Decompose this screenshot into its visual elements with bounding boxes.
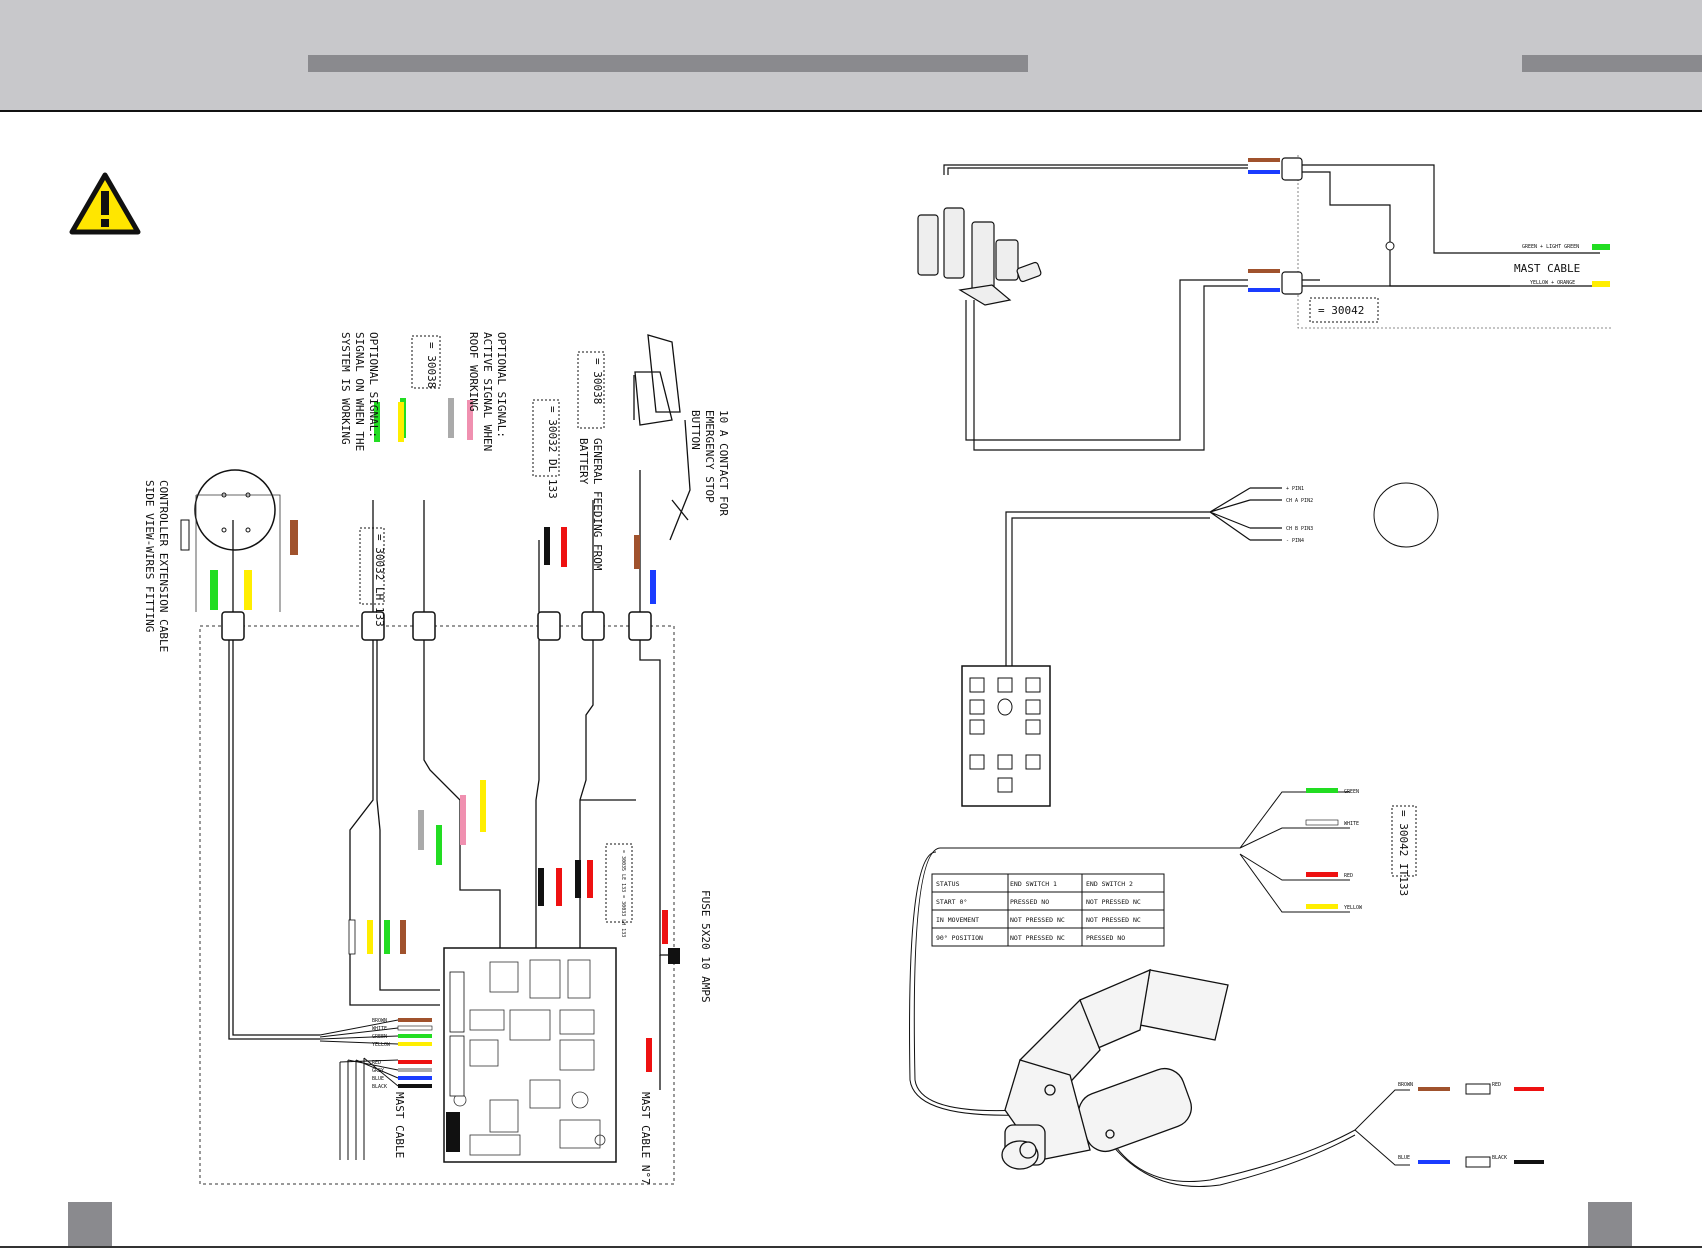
page-header (0, 0, 1702, 112)
emergency-stop-line1: 10 A CONTACT FOR (717, 410, 730, 516)
valve-cables (943, 164, 1600, 451)
valve-wire-swatches (1248, 158, 1610, 292)
controller-connector-view (180, 469, 298, 612)
table-cell: 90° POSITION (936, 934, 983, 942)
svg-text:WHITE: WHITE (372, 1026, 387, 1032)
emergency-stop-line3: BUTTON (689, 410, 702, 450)
table-cell: NOT PRESSED NC (1010, 916, 1065, 924)
svg-text:- PIN4: - PIN4 (1286, 538, 1304, 544)
emergency-stop-button-icon (633, 334, 691, 541)
footer-line (0, 1246, 1702, 1248)
remote-control-icon (961, 665, 1051, 807)
header-title-bar-left (308, 55, 1028, 72)
svg-text:+ PIN1: + PIN1 (1286, 486, 1304, 492)
svg-text:WHITE: WHITE (1344, 821, 1359, 827)
svg-text:BLUE: BLUE (1398, 1155, 1410, 1161)
svg-text:CH B PIN3: CH B PIN3 (1286, 526, 1313, 532)
ref-30042-b: = 30042 IT133 (1397, 810, 1410, 896)
end-switch-cables (909, 791, 1410, 1188)
table-cell: NOT PRESSED NC (1086, 898, 1141, 906)
table-cell: START 0° (936, 898, 967, 906)
left-wire-swatches (348, 398, 668, 1072)
page-number-tab-left (68, 1202, 112, 1248)
svg-text:GREY: GREY (372, 1068, 384, 1074)
mast-cable-label: MAST CABLE (393, 1092, 406, 1158)
right-wiring-diagram: GREEN + LIGHT GREEN YELLOW + ORANGE MAST… (909, 155, 1612, 1188)
optional-signal-on-line3: SYSTEM IS WORKING (339, 332, 352, 445)
svg-text:GREEN: GREEN (1344, 789, 1359, 795)
table-cell: PRESSED NO (1086, 934, 1125, 942)
mast-cable-right-label: MAST CABLE (1514, 262, 1580, 275)
optional-signal-active-line3: ROOF WORKING (467, 332, 480, 411)
optional-signal-on-line2: SIGNAL ON WHEN THE (353, 332, 366, 451)
emergency-stop-line2: EMERGENCY STOP (703, 410, 716, 503)
ref-30042-a: = 30042 (1318, 304, 1364, 317)
encoder-cables (1005, 487, 1282, 672)
ref-box-30042-a (1309, 297, 1379, 323)
table-header-switch1: END SWITCH 1 (1010, 880, 1057, 888)
table-header-switch2: END SWITCH 2 (1086, 880, 1133, 888)
end-switch-swatches (1305, 788, 1544, 1168)
fuse-holder-icon (668, 948, 680, 964)
ref-30035: = 30035 LE 133 = 30033 LH 133 (620, 850, 626, 937)
resistor-node (1385, 241, 1395, 251)
header-title-bar-right (1522, 55, 1702, 72)
valve-glands (1281, 157, 1303, 295)
controller-cable-line1: CONTROLLER EXTENSION CABLE (157, 480, 170, 652)
end-switch-status-table: STATUS END SWITCH 1 END SWITCH 2 START 0… (931, 873, 1165, 947)
svg-text:BLACK: BLACK (1492, 1155, 1507, 1161)
table-cell: PRESSED NO (1010, 898, 1049, 906)
table-cell: IN MOVEMENT (936, 916, 979, 924)
svg-text:RED: RED (372, 1060, 381, 1066)
warning-triangle-icon (69, 172, 141, 235)
connector-glands (221, 611, 652, 641)
svg-text:BROWN: BROWN (372, 1018, 387, 1024)
mast-cable-lines (319, 1019, 399, 1160)
optional-signal-active-line2: ACTIVE SIGNAL WHEN (481, 332, 494, 451)
table-header-status: STATUS (936, 880, 960, 888)
fuse-label: FUSE 5X20 10 AMPS (699, 890, 712, 1003)
green-label: GREEN + LIGHT GREEN (1522, 244, 1579, 250)
pin-labels: + PIN1 CH A PIN2 CH B PIN3 - PIN4 (1286, 486, 1313, 544)
pcb-wire-swatches (397, 1018, 433, 1088)
end-switch-wire-labels: GREEN WHITE RED YELLOW BROWN RED BLUE BL… (1344, 789, 1507, 1161)
svg-text:CH A PIN2: CH A PIN2 (1286, 498, 1313, 504)
yellow-label: YELLOW + ORANGE (1530, 280, 1575, 286)
enclosure-dashed (199, 625, 675, 1185)
svg-text:BLACK: BLACK (372, 1084, 387, 1090)
page-number-tab-right (1588, 1202, 1632, 1248)
svg-text:BROWN: BROWN (1398, 1082, 1413, 1088)
reference-boxes (359, 335, 633, 923)
controller-cable-line2: SIDE VIEW-WIRES FITTING (143, 480, 156, 632)
general-feeding-line2: BATTERY (577, 438, 590, 485)
svg-text:YELLOW: YELLOW (372, 1042, 391, 1048)
svg-text:BLUE: BLUE (372, 1076, 384, 1082)
ref-30032-lh: = 30032 LH 133 (373, 534, 386, 627)
controller-pcb (443, 947, 617, 1163)
optional-signal-active-line1: OPTIONAL SIGNAL: (495, 332, 508, 438)
left-wiring-diagram: = 30032 LH 133 = 30038 = 30032 DL 133 = … (143, 332, 730, 1185)
svg-text:YELLOW: YELLOW (1344, 905, 1363, 911)
svg-text:RED: RED (1492, 1082, 1501, 1088)
mast-cable-n7-label: MAST CABLE N°7 (639, 1092, 652, 1185)
encoder-plug-view (1373, 482, 1439, 548)
ref-box-30042-b (1391, 805, 1417, 877)
valve-dashed (1297, 155, 1612, 329)
ref-30032-dl: = 30032 DL 133 (546, 406, 559, 499)
left-rotated-labels: OPTIONAL SIGNAL: SIGNAL ON WHEN THE SYST… (143, 332, 730, 1185)
ref-30038-a: = 30038 (425, 342, 438, 388)
svg-text:RED: RED (1344, 873, 1353, 879)
ref-30038-b: = 30038 (591, 358, 604, 404)
general-feeding-line1: GENERAL FEEDING FROM (591, 438, 604, 571)
optional-signal-on-line1: OPTIONAL SIGNAL: (367, 332, 380, 438)
table-cell: NOT PRESSED NC (1010, 934, 1065, 942)
linear-actuator-icon (1001, 968, 1229, 1170)
table-cell: NOT PRESSED NC (1086, 916, 1141, 924)
solenoid-valve-icon (917, 207, 1042, 306)
